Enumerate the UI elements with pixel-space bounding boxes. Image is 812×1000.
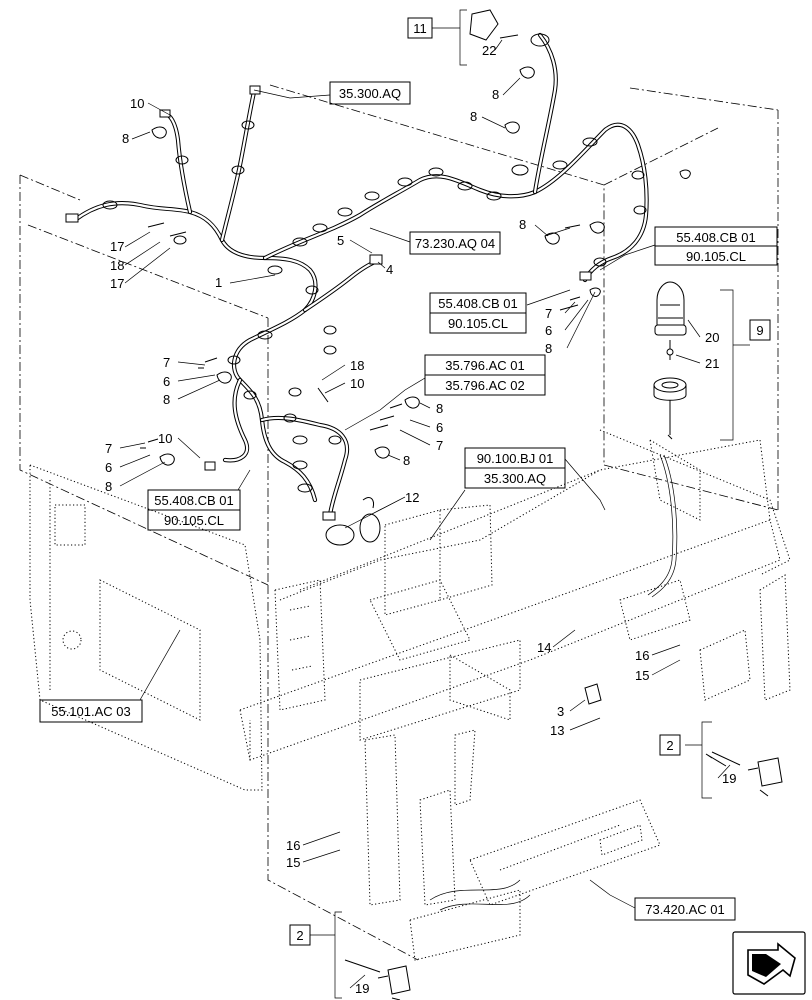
ref-55-408-cb-01-right: 55.408.CB 01	[676, 230, 756, 245]
callout-21: 21	[705, 356, 719, 371]
callout-7-left: 7	[105, 441, 112, 456]
ref-35-796-ac-02: 35.796.AC 02	[445, 378, 525, 393]
callout-6-mid: 6	[436, 420, 443, 435]
callout-6-left: 6	[105, 460, 112, 475]
callout-2-right: 2	[666, 738, 673, 753]
fasteners	[140, 34, 691, 546]
callout-15-right: 15	[635, 668, 649, 683]
callout-22: 22	[482, 43, 496, 58]
beacon-lamp	[653, 281, 687, 440]
callout-10-left: 10	[158, 431, 172, 446]
ref-90-105-cl-left: 90.105.CL	[164, 513, 224, 528]
callout-8-mid-low: 8	[403, 453, 410, 468]
callout-15-lower: 15	[286, 855, 300, 870]
callout-17-b: 17	[110, 276, 124, 291]
callout-17-a: 17	[110, 239, 124, 254]
callout-20: 20	[705, 330, 719, 345]
callout-8-right: 8	[545, 341, 552, 356]
ref-73-230-aq-04: 73.230.AQ 04	[415, 236, 495, 251]
callout-8-mid-right: 8	[519, 217, 526, 232]
callout-19-right: 19	[722, 771, 736, 786]
callout-11: 11	[413, 21, 427, 36]
callout-7-right: 7	[545, 306, 552, 321]
callout-16-lower: 16	[286, 838, 300, 853]
callout-1: 1	[215, 275, 222, 290]
callout-13: 13	[550, 723, 564, 738]
callout-10-top: 10	[130, 96, 144, 111]
reference-boxes	[39, 17, 778, 946]
callout-8-mid: 8	[436, 401, 443, 416]
leader-lines	[119, 9, 750, 999]
reference-labels: 35.300.AQ 73.230.AQ 04 55.408.CB 01 90.1…	[51, 86, 756, 917]
callout-14: 14	[537, 640, 551, 655]
ref-90-100-bj-01: 90.100.BJ 01	[477, 451, 554, 466]
callout-18-b: 18	[350, 358, 364, 373]
callout-19-lower: 19	[355, 981, 369, 996]
ref-55-408-cb-01-mid: 55.408.CB 01	[438, 296, 518, 311]
callout-5: 5	[337, 233, 344, 248]
callout-8-left: 8	[105, 479, 112, 494]
work-lamps	[344, 683, 783, 1000]
ref-55-408-cb-01-left: 55.408.CB 01	[154, 493, 234, 508]
callout-3: 3	[557, 704, 564, 719]
callout-7-left-mid: 7	[163, 355, 170, 370]
ref-35-796-ac-01: 35.796.AC 01	[445, 358, 525, 373]
ref-73-420-ac-01: 73.420.AC 01	[645, 902, 725, 917]
callout-8-top-b: 8	[470, 109, 477, 124]
callout-7-mid: 7	[436, 438, 443, 453]
callout-16-right: 16	[635, 648, 649, 663]
callout-4: 4	[386, 262, 393, 277]
callout-18-a: 18	[110, 258, 124, 273]
ref-90-105-cl-right: 90.105.CL	[686, 249, 746, 264]
callout-8-top-left: 8	[122, 131, 129, 146]
callout-9: 9	[756, 323, 763, 338]
ref-35-300-aq-top: 35.300.AQ	[339, 86, 401, 101]
chassis-frame	[29, 429, 791, 961]
callout-8-left-mid: 8	[163, 392, 170, 407]
ref-35-300-aq-mid: 35.300.AQ	[484, 471, 546, 486]
callout-12: 12	[405, 490, 419, 505]
callout-2-lower: 2	[296, 928, 303, 943]
ref-90-105-cl-mid: 90.105.CL	[448, 316, 508, 331]
callout-6-right: 6	[545, 323, 552, 338]
callout-10-mid: 10	[350, 376, 364, 391]
callout-6-left-mid: 6	[163, 374, 170, 389]
ref-55-101-ac-03: 55.101.AC 03	[51, 704, 131, 719]
callout-8-top-a: 8	[492, 87, 499, 102]
frame-lines	[19, 84, 779, 961]
wiring-harness	[65, 9, 649, 521]
orientation-arrow-icon	[732, 931, 806, 995]
callout-numbers: 11 9 2 2 22 10 8 8 8 17 18 17 1 5 4 8 7 …	[105, 21, 764, 996]
